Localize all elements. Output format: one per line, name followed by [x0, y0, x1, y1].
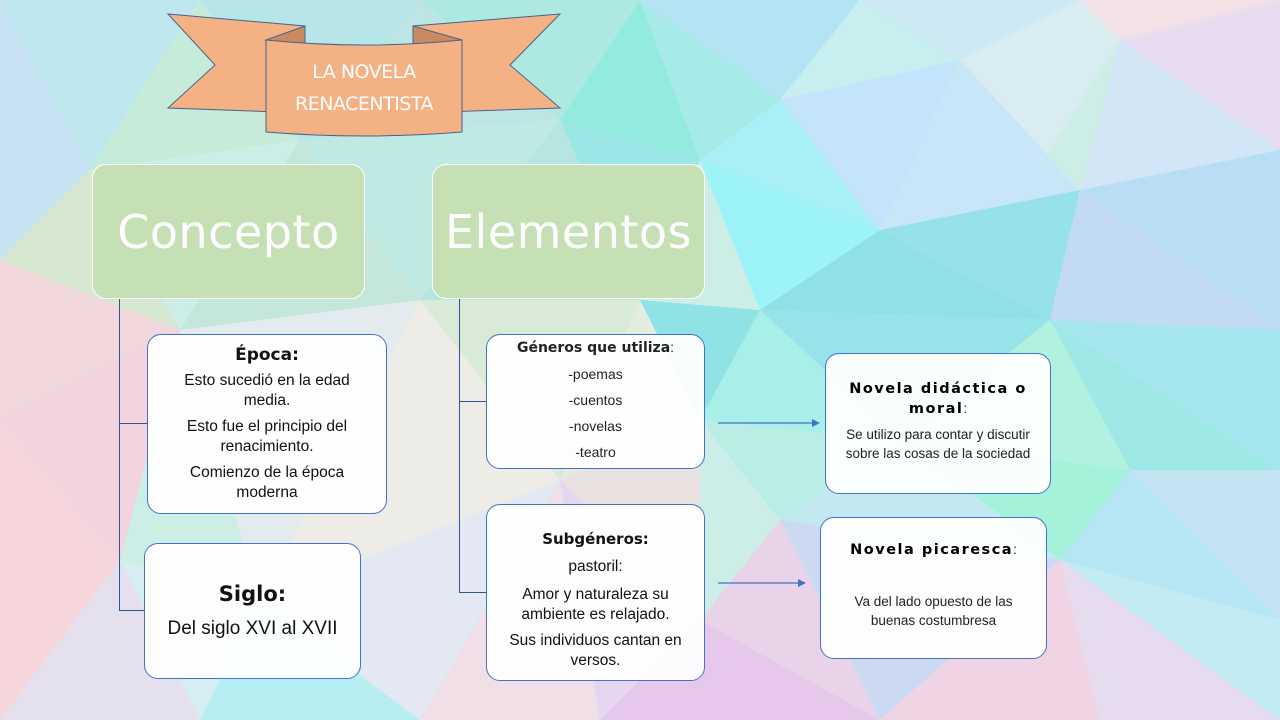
- elementos-connector-vertical: [459, 298, 460, 593]
- subgeneros-line-1: pastoril:: [568, 557, 623, 575]
- generos-item-poemas: -poemas: [568, 366, 623, 382]
- generos-item-cuentos: -cuentos: [568, 392, 623, 408]
- novela-didactica-text: Se utilizo para contar y discutir sobre …: [845, 426, 1031, 461]
- novela-picaresca-text: Va del lado opuesto de las buenas costum…: [854, 594, 1013, 628]
- title-line-2: RENACENTISTA: [295, 93, 433, 115]
- concepto-connector-epoca: [119, 423, 147, 424]
- title-line-1: LA NOVELA: [312, 61, 416, 83]
- generos-item-teatro: -teatro: [575, 444, 616, 460]
- novela-didactica-heading: Novela didáctica o moral: [849, 380, 1027, 417]
- elementos-title: Elementos: [444, 204, 693, 259]
- novela-didactica-card: Novela didáctica o moral: Se utilizo par…: [825, 353, 1051, 494]
- novela-picaresca-heading: Novela picaresca: [850, 542, 1014, 558]
- arrow-to-novela-picaresca: [718, 579, 806, 587]
- epoca-card: Época: Esto sucedió en la edad media. Es…: [147, 334, 387, 514]
- elementos-header-box: Elementos: [432, 164, 705, 299]
- concepto-header-box: Concepto: [92, 164, 365, 299]
- concepto-connector-siglo: [119, 610, 145, 611]
- subgeneros-line-3: Sus individuos cantan en versos.: [509, 631, 682, 669]
- generos-card: Géneros que utiliza: -poemas -cuentos -n…: [486, 334, 705, 469]
- novela-picaresca-colon: :: [1013, 542, 1017, 557]
- generos-heading-row: Géneros que utiliza:: [517, 334, 674, 361]
- novela-didactica-colon: :: [963, 400, 968, 416]
- elementos-connector-generos: [459, 401, 486, 402]
- epoca-line-3: Comienzo de la época moderna: [189, 464, 345, 501]
- siglo-card: Siglo: Del siglo XVI al XVII: [144, 543, 361, 679]
- arrow-to-novela-didactica: [718, 419, 820, 427]
- epoca-line-2: Esto fue el principio del renacimiento.: [186, 418, 348, 455]
- title-banner-ribbon: [166, 13, 562, 137]
- novela-picaresca-heading-row: Novela picaresca:: [850, 540, 1017, 560]
- generos-item-novelas: -novelas: [569, 418, 622, 434]
- generos-heading: Géneros que utiliza: [516, 340, 671, 356]
- novela-picaresca-card: Novela picaresca: Va del lado opuesto de…: [820, 517, 1047, 659]
- novela-didactica-heading-row: Novela didáctica o moral:: [838, 379, 1038, 419]
- concepto-connector-vertical: [119, 298, 120, 611]
- title-banner: LA NOVELA RENACENTISTA: [266, 56, 462, 120]
- epoca-heading: Época:: [235, 345, 299, 365]
- subgeneros-heading: Subgéneros:: [542, 529, 649, 548]
- elementos-connector-subgeneros: [459, 592, 486, 593]
- subgeneros-card: Subgéneros: pastoril: Amor y naturaleza …: [486, 504, 705, 681]
- concepto-title: Concepto: [117, 204, 340, 259]
- generos-colon: :: [670, 339, 675, 355]
- siglo-heading: Siglo:: [218, 582, 287, 606]
- subgeneros-line-2: Amor y naturaleza su ambiente es relajad…: [521, 585, 670, 623]
- epoca-line-1: Esto sucedió en la edad media.: [184, 372, 350, 409]
- siglo-text: Del siglo XVI al XVII: [167, 618, 338, 639]
